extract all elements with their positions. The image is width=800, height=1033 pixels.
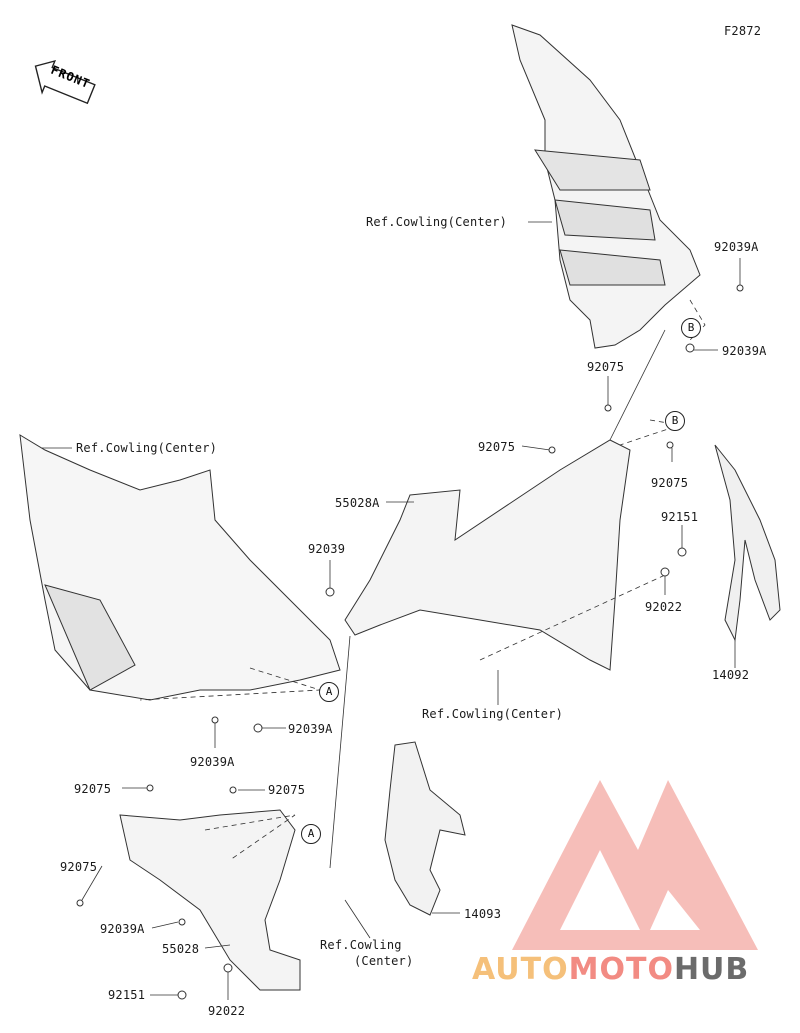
label-ref-cowling-left: Ref.Cowling(Center) xyxy=(76,441,218,455)
watermark-part2: MOTO xyxy=(568,952,674,987)
label-55028a: 55028A xyxy=(335,496,380,510)
label-92022-1: 92022 xyxy=(645,600,683,614)
callout-b-upper: B xyxy=(681,318,701,338)
label-92039: 92039 xyxy=(308,542,346,556)
leader-lines xyxy=(42,221,741,1000)
label-14093: 14093 xyxy=(464,907,502,921)
label-ref-cowling-top: Ref.Cowling(Center) xyxy=(366,215,508,229)
label-92039a-1: 92039A xyxy=(714,240,759,254)
label-92075-3: 92075 xyxy=(651,476,689,490)
label-92075-4: 92075 xyxy=(268,783,306,797)
label-92075-5: 92075 xyxy=(74,782,112,796)
label-92039a-3: 92039A xyxy=(190,755,235,769)
label-92075-1: 92075 xyxy=(587,360,625,374)
callout-a-upper: A xyxy=(319,682,339,702)
label-92039a-4: 92039A xyxy=(288,722,333,736)
label-ref-cowling-bottom-line1: Ref.Cowling xyxy=(320,938,402,952)
label-14092: 14092 xyxy=(712,668,750,682)
label-55028: 55028 xyxy=(162,942,200,956)
upper-cowling-shape xyxy=(511,24,701,349)
figure-code: F2872 xyxy=(724,24,762,38)
watermark-part1: AUTO xyxy=(472,952,569,987)
callout-a-lower: A xyxy=(301,824,321,844)
label-92151-2: 92151 xyxy=(108,988,146,1002)
watermark-text: AUTOMOTOHUB xyxy=(472,952,749,987)
center-cover-shape xyxy=(344,439,631,671)
label-92039a-5: 92039A xyxy=(100,922,145,936)
label-ref-cowling-mid: Ref.Cowling(Center) xyxy=(422,707,564,721)
label-92075-6: 92075 xyxy=(60,860,98,874)
fasteners xyxy=(76,284,744,1000)
left-cowling-shape xyxy=(19,434,341,701)
watermark-logo xyxy=(512,780,758,950)
label-92075-2: 92075 xyxy=(478,440,516,454)
bracket-14093-shape xyxy=(384,741,466,916)
front-arrow-icon xyxy=(34,59,96,105)
callout-b-lower: B xyxy=(665,411,685,431)
label-92151-1: 92151 xyxy=(661,510,699,524)
label-92039a-2: 92039A xyxy=(722,344,767,358)
label-92022-2: 92022 xyxy=(208,1004,246,1018)
watermark-part3: HUB xyxy=(673,952,750,987)
strip-14092-shape xyxy=(714,444,781,642)
label-ref-cowling-bottom-line2: (Center) xyxy=(354,954,414,968)
lower-cowling-shape xyxy=(119,809,301,991)
